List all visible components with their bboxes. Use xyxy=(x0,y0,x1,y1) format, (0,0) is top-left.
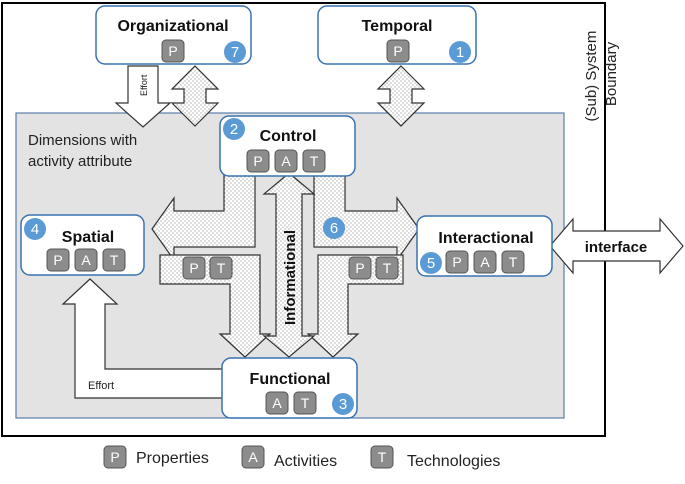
badge xyxy=(161,39,185,63)
connector-badges-right: P T xyxy=(348,256,399,280)
badge-letter: T xyxy=(310,153,319,169)
node-control: 2 Control P A T xyxy=(219,115,356,177)
number-label: 4 xyxy=(31,221,39,238)
node-temporal: Temporal P 1 xyxy=(317,5,477,65)
number-badge xyxy=(332,393,354,415)
badge xyxy=(246,149,270,173)
number-label: 6 xyxy=(330,220,338,237)
badge-letter: A xyxy=(81,252,91,268)
badge xyxy=(74,248,98,272)
node-title: Control xyxy=(260,128,317,145)
badge-letter: T xyxy=(378,449,387,465)
label: Dimensions with xyxy=(28,132,137,149)
effort-bottom-label: Effort xyxy=(88,380,114,392)
label: Properties xyxy=(136,450,209,467)
badge-letter: P xyxy=(168,43,177,59)
badge xyxy=(445,250,469,274)
badge-letter: A xyxy=(248,449,258,465)
badge xyxy=(209,256,233,280)
badge-letter: T xyxy=(509,254,518,270)
legend-item-activities: A Activities xyxy=(241,445,337,470)
number-badge xyxy=(420,252,442,274)
left-functional-arrow xyxy=(159,254,272,358)
control-spatial-arrow xyxy=(151,169,256,262)
badge-letter: P xyxy=(53,252,62,268)
badge xyxy=(102,248,126,272)
org-control-double-arrow xyxy=(170,65,220,127)
badge-letter: A xyxy=(281,153,291,169)
legend-item-properties: P Properties xyxy=(103,445,209,469)
right-functional-arrow xyxy=(306,254,404,358)
label: Activities xyxy=(274,453,337,470)
badge-letter: P xyxy=(189,260,198,276)
node-title: Interactional xyxy=(438,230,533,247)
control-interactional-arrow xyxy=(313,169,420,262)
badge-letter: A xyxy=(480,254,490,270)
badge-letter: A xyxy=(272,395,282,411)
badge xyxy=(46,248,70,272)
badge-letter: T xyxy=(383,260,392,276)
effort-arrow-bottom xyxy=(61,278,224,399)
effort-arrow-top xyxy=(114,65,172,128)
informational-label: Informational xyxy=(282,230,299,325)
node-organizational: Organizational P 7 xyxy=(95,5,252,65)
label: Technologies xyxy=(407,453,500,470)
temporal-control-double-arrow xyxy=(376,65,426,127)
number-label: 7 xyxy=(231,44,239,61)
number-label: 5 xyxy=(427,255,435,272)
badge xyxy=(501,250,525,274)
node-title: Functional xyxy=(250,371,331,388)
badge xyxy=(375,256,399,280)
badge xyxy=(293,391,317,415)
badge-letter: P xyxy=(452,254,461,270)
legend-item-technologies: T Technologies xyxy=(370,445,500,470)
effort-top-label: Effort xyxy=(139,74,149,96)
badge xyxy=(386,39,410,63)
badge xyxy=(473,250,497,274)
number-badge xyxy=(24,218,46,240)
number-badge-6 xyxy=(323,217,345,239)
badge-letter: P xyxy=(253,153,262,169)
node-title: Temporal xyxy=(362,18,433,35)
badge-letter: P xyxy=(355,260,364,276)
label: (Sub) System xyxy=(583,31,600,122)
number-label: 1 xyxy=(456,44,464,61)
label: activity attribute xyxy=(28,153,132,170)
badge xyxy=(302,149,326,173)
badge xyxy=(274,149,298,173)
badge xyxy=(370,445,394,469)
badge xyxy=(241,445,265,469)
number-badge xyxy=(224,41,246,63)
badge xyxy=(348,256,372,280)
node-title: Organizational xyxy=(117,18,228,35)
number-label: 3 xyxy=(339,396,347,413)
node-title: Spatial xyxy=(62,229,114,246)
dimensions-label: Dimensions with activity attribute xyxy=(28,132,141,170)
badge xyxy=(182,256,206,280)
informational-arrow xyxy=(262,172,316,358)
node-spatial: 4 Spatial P A T xyxy=(20,214,145,276)
badge-letter: P xyxy=(393,43,402,59)
badge-letter: T xyxy=(217,260,226,276)
number-label: 2 xyxy=(230,121,238,138)
boundary-label: (Sub) System Boundary xyxy=(583,26,620,121)
number-badge xyxy=(449,41,471,63)
interface-arrow xyxy=(549,217,684,275)
badge xyxy=(265,391,289,415)
badge xyxy=(103,445,127,469)
node-interactional: Interactional 5 P A T xyxy=(416,215,553,277)
interface-label: interface xyxy=(585,239,648,256)
badge-letter: T xyxy=(110,252,119,268)
node-functional: Functional A T 3 xyxy=(221,357,358,419)
number-badge xyxy=(223,118,245,140)
legend: P Properties A Activities T Technologies xyxy=(103,445,500,470)
label: Boundary xyxy=(603,41,620,106)
connector-badges-left: P T xyxy=(182,256,233,280)
badge-letter: T xyxy=(301,395,310,411)
badge-letter: P xyxy=(110,449,119,465)
